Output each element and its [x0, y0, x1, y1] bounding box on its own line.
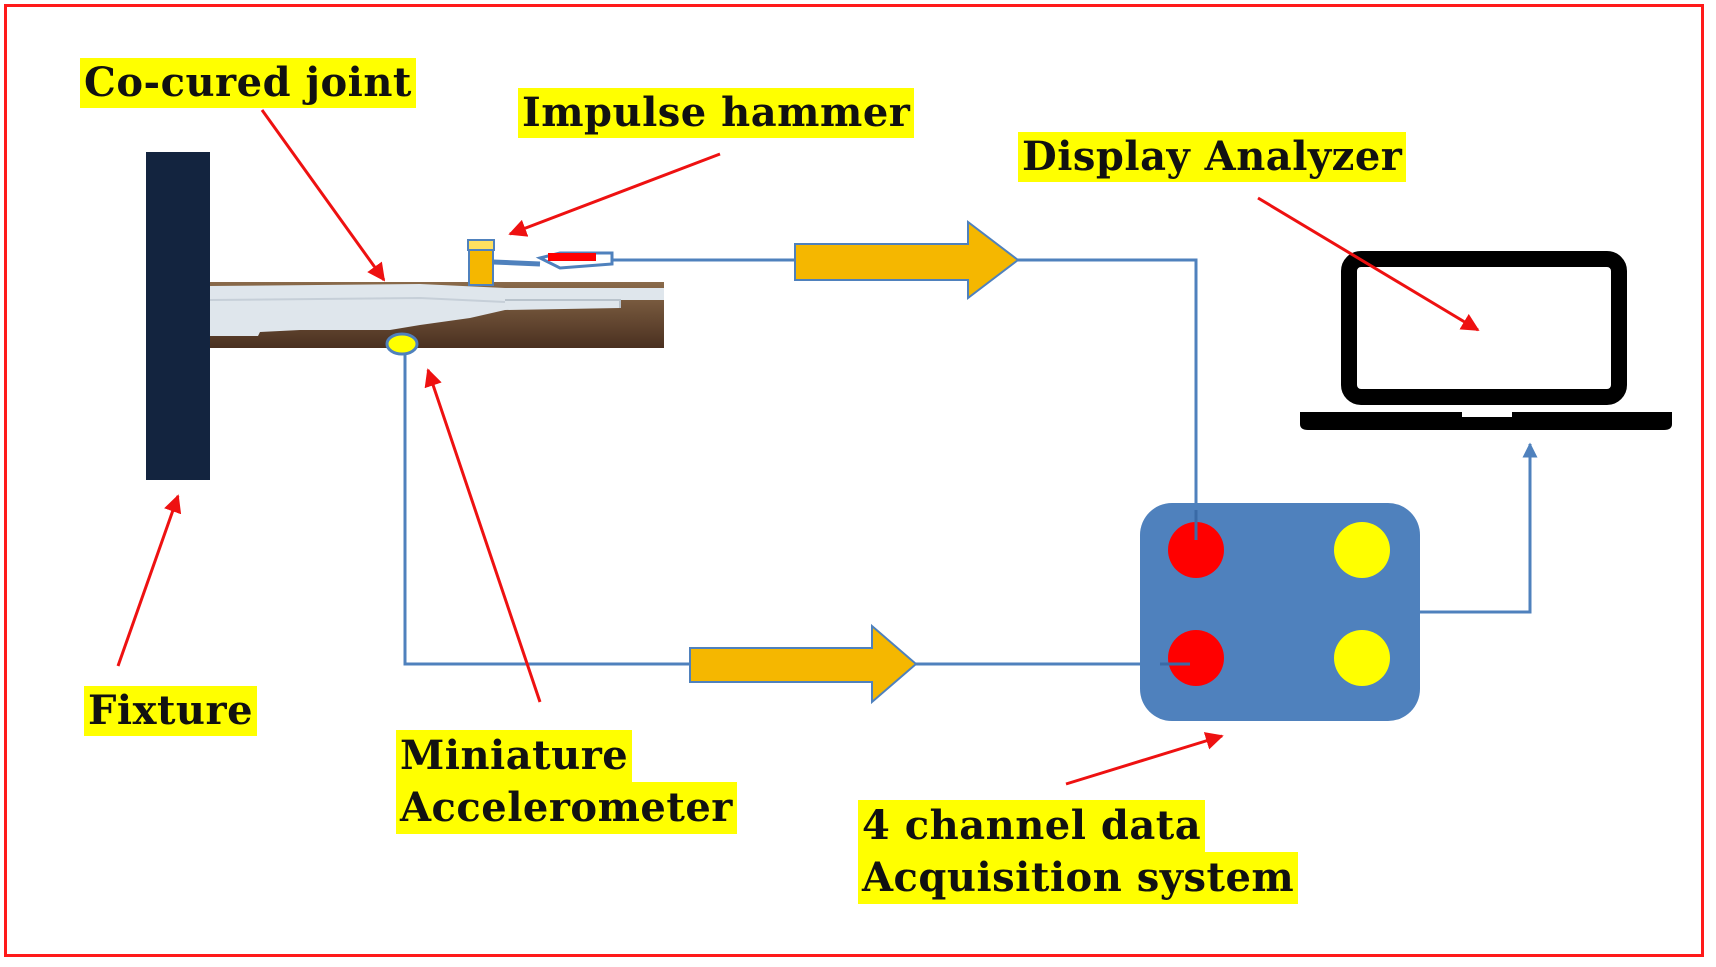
pointer-fixture — [116, 494, 182, 667]
daq-channel-4 — [1334, 630, 1390, 686]
label-miniature-accelerometer: Miniature Accelerometer — [396, 730, 737, 834]
daq-unit — [1140, 503, 1420, 721]
label-display-analyzer: Display Analyzer — [1018, 132, 1407, 182]
accelerometer-signal-wire — [403, 354, 1196, 666]
pointer-daq — [1065, 732, 1224, 786]
daq-channel-3 — [1168, 630, 1224, 686]
co-cured-joint-specimen — [209, 282, 664, 348]
pointer-accelerometer — [424, 368, 542, 703]
label-daq-line-1: 4 channel data — [858, 800, 1206, 852]
laptop-display-analyzer — [1300, 251, 1672, 430]
accelerometer-sensor — [385, 332, 419, 356]
red-border-frame — [4, 4, 1704, 957]
label-fixture: Fixture — [84, 686, 258, 736]
label-accelerometer-line-2: Accelerometer — [396, 782, 737, 834]
label-impulse-hammer: Impulse hammer — [518, 88, 915, 138]
daq-channel-2 — [1334, 522, 1390, 578]
label-accelerometer-line-1: Miniature — [396, 730, 633, 782]
hammer-signal-wire — [612, 258, 1198, 508]
daq-channel-1 — [1168, 522, 1224, 578]
pointer-co-cured-joint — [260, 109, 386, 282]
label-daq-system: 4 channel data Acquisition system — [858, 800, 1299, 904]
signal-flow-arrow-bottom — [689, 623, 918, 705]
impulse-hammer — [467, 239, 614, 286]
fixture-bar — [146, 152, 210, 480]
label-daq-line-2: Acquisition system — [858, 852, 1299, 904]
pointer-impulse-hammer — [508, 152, 721, 237]
label-co-cured-joint: Co-cured joint — [80, 58, 416, 108]
pointer-display-analyzer — [1257, 196, 1480, 332]
daq-to-analyzer-wire — [1420, 442, 1538, 614]
signal-flow-arrow-top — [794, 219, 1020, 301]
